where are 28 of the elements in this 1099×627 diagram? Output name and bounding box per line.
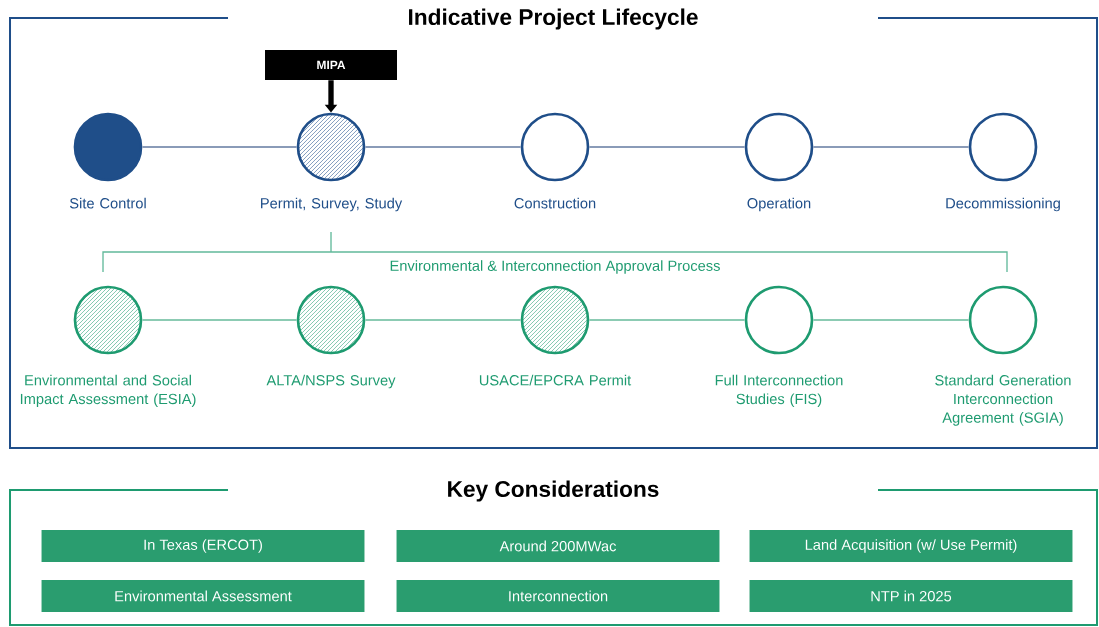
consideration-box: Environmental Assessment	[41, 580, 365, 612]
connector-line	[141, 319, 298, 321]
consideration-box: Land Acquisition (w/ Use Permit)	[749, 530, 1073, 562]
panel-title: Indicative Project Lifecycle	[228, 4, 878, 34]
stage-label: Construction	[514, 197, 596, 209]
connector-line	[812, 319, 970, 321]
consideration-box: In Texas (ERCOT)	[41, 530, 365, 562]
connector-line	[364, 146, 522, 148]
connector-line	[364, 319, 522, 321]
consideration-box: Around 200MWac	[396, 530, 720, 562]
stage-label: Full Interconnection Studies (FIS)	[715, 374, 843, 408]
stage-label: Standard Generation Interconnection Agreement (SGIA)	[935, 374, 1071, 426]
stage-label: ALTA/NSPS Survey	[266, 374, 396, 389]
consideration-box: Interconnection	[396, 580, 720, 612]
connector-line	[141, 146, 298, 148]
bracket-label: Environmental & Interconnection Approval Process	[388, 258, 722, 276]
stage-label: USACE/EPCRA Permit	[479, 374, 632, 386]
panel-title: Key Considerations	[228, 476, 878, 506]
connector-line	[588, 146, 746, 148]
tag-box: MIPA	[265, 50, 397, 80]
connector-line	[588, 319, 746, 321]
stage-label: Operation	[747, 197, 811, 212]
stage-label: Site Control	[69, 197, 146, 209]
stage-label: Environmental and Social Impact Assessment (ESIA)	[20, 374, 196, 408]
stage-label: Decommissioning	[946, 197, 1060, 212]
stage-label: Permit, Survey, Study	[261, 197, 403, 212]
consideration-box: NTP in 2025	[749, 580, 1073, 612]
connector-line	[812, 146, 970, 148]
